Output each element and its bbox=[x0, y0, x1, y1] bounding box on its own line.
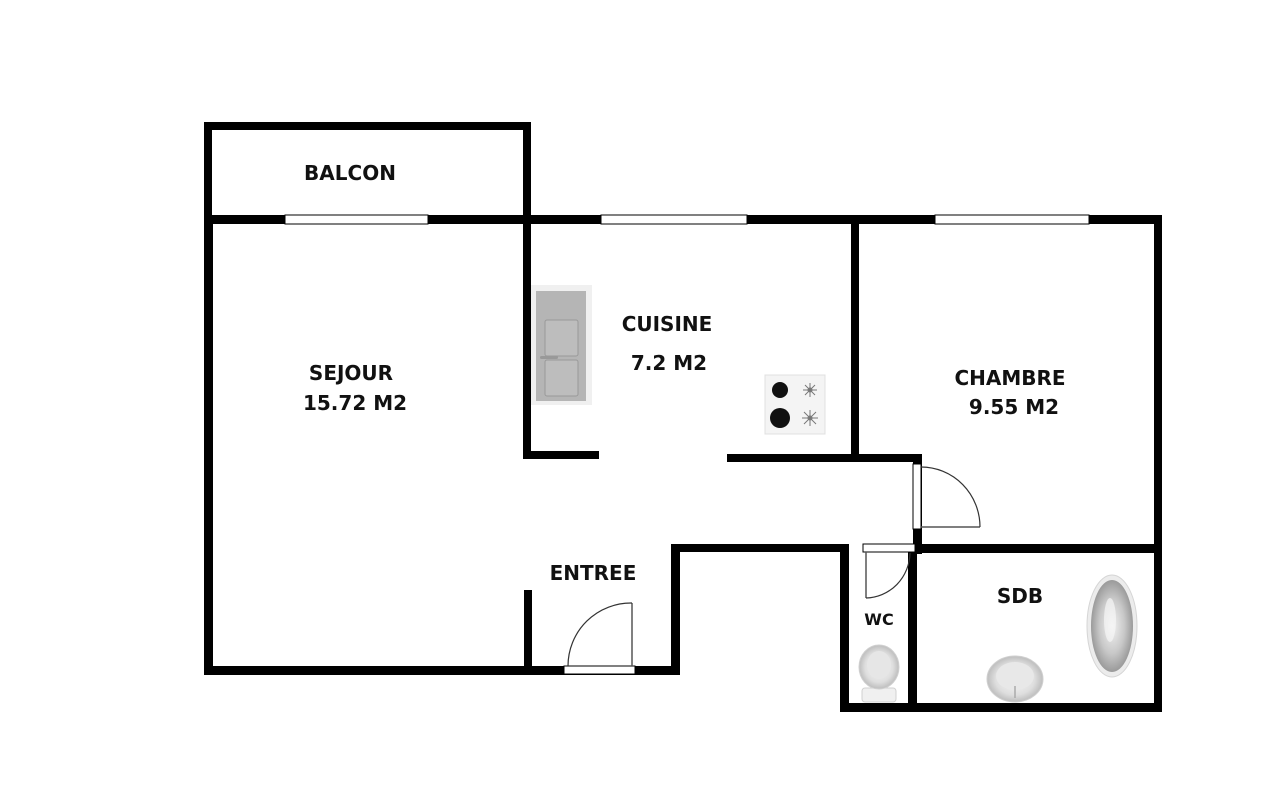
windows bbox=[284, 214, 1090, 225]
sejour-label: SEJOUR bbox=[309, 361, 393, 385]
cuisine-label: CUISINE bbox=[622, 312, 713, 336]
cuisine-window bbox=[600, 214, 748, 225]
sink-icon bbox=[986, 655, 1044, 703]
sejour-window bbox=[284, 214, 429, 225]
sejour-area: 15.72 M2 bbox=[303, 391, 407, 415]
chambre-area: 9.55 M2 bbox=[969, 395, 1059, 419]
entrance-door[interactable] bbox=[563, 602, 636, 675]
chambre-label: CHAMBRE bbox=[954, 366, 1065, 390]
fridge-icon bbox=[531, 285, 592, 405]
cuisine-area: 7.2 M2 bbox=[631, 351, 707, 375]
balcon-label: BALCON bbox=[304, 161, 396, 185]
sdb-label: SDB bbox=[997, 584, 1043, 608]
chambre-door[interactable] bbox=[912, 463, 981, 530]
entree-label: ENTREE bbox=[550, 561, 637, 585]
room-labels: BALCON SEJOUR 15.72 M2 CUISINE 7.2 M2 CH… bbox=[303, 161, 1066, 629]
chambre-window bbox=[934, 214, 1090, 225]
wc-door[interactable] bbox=[862, 543, 916, 599]
wc-label: WC bbox=[864, 610, 893, 629]
toilet-icon bbox=[858, 644, 900, 703]
cooktop-icon bbox=[764, 374, 826, 435]
bathtub-icon bbox=[1086, 574, 1138, 678]
